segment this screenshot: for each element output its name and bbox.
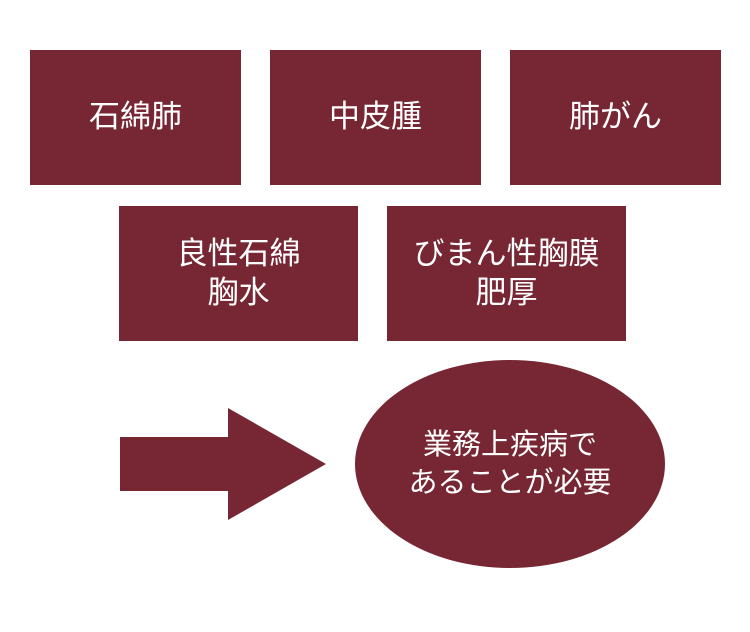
conclusion-ellipse: 業務上疾病で あることが必要	[355, 360, 665, 568]
right-arrow-icon	[120, 408, 326, 520]
disease-label-line-1: びまん性胸膜	[413, 235, 600, 272]
disease-label: 中皮腫	[329, 99, 422, 136]
disease-label-line-2: 胸水	[207, 274, 270, 311]
disease-label-line-1: 良性石綿	[176, 235, 301, 272]
disease-box-asbestosis: 石綿肺	[30, 50, 241, 185]
disease-box-diffuse-pleural-thickening: びまん性胸膜 肥厚	[387, 206, 626, 341]
arrow-shape	[120, 408, 326, 520]
disease-box-mesothelioma: 中皮腫	[270, 50, 481, 185]
conclusion-line-2: あることが必要	[408, 465, 612, 499]
disease-label: 石綿肺	[89, 99, 182, 136]
disease-label: 肺がん	[569, 99, 662, 136]
disease-box-benign-pleural-effusion: 良性石綿 胸水	[119, 206, 358, 341]
disease-label-line-2: 肥厚	[475, 274, 538, 311]
disease-box-lung-cancer: 肺がん	[510, 50, 721, 185]
conclusion-line-1: 業務上疾病で	[422, 427, 597, 462]
